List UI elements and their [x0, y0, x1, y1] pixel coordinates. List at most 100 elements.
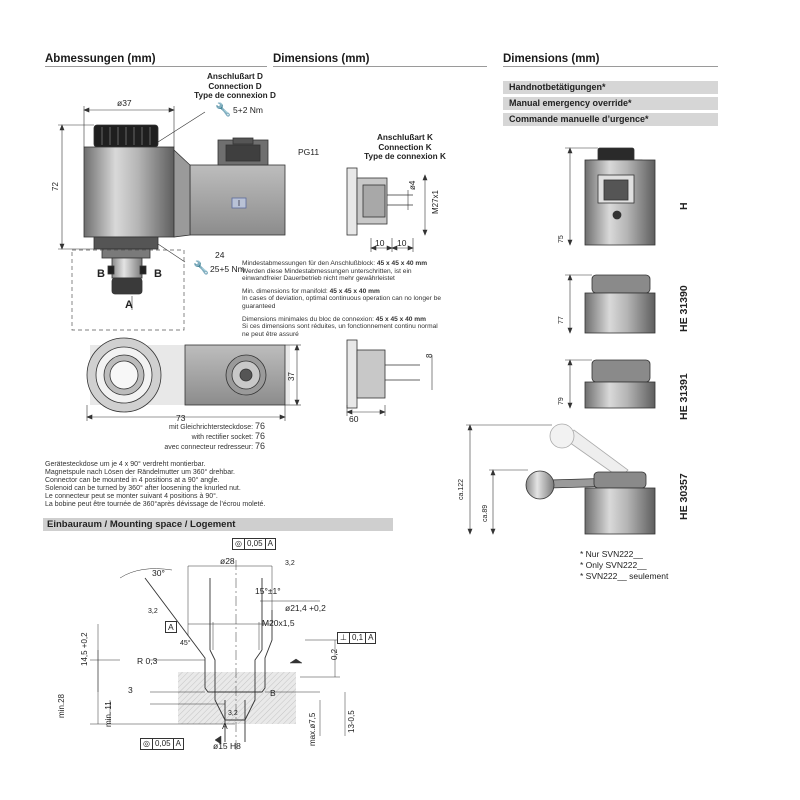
rectifier-de-text: mit Gleichrichtersteckdose:	[169, 424, 255, 431]
connector-d-en: Connection D	[208, 81, 262, 91]
fcf-bottom-value: 0,05	[153, 739, 174, 749]
override-h-dimension	[565, 147, 598, 246]
override-he30357-dimensions	[466, 424, 552, 535]
fcf-concentricity-top: ◎ 0,05 A	[232, 538, 276, 550]
min-block-en-3: guaranteed	[242, 302, 276, 310]
mount-r-03: R 0,3	[137, 656, 158, 666]
concentricity-icon: ◎	[233, 539, 245, 549]
dim-width-73: 73	[176, 413, 186, 423]
connector-d-label: Anschlußart D Connection D Type de conne…	[160, 72, 310, 101]
wrench-icon-bottom: 🔧	[193, 260, 210, 275]
dim-hex-24: 24	[215, 250, 225, 260]
override-dim-75: 75	[558, 235, 565, 243]
rectifier-en-value: 76	[254, 431, 265, 441]
dim-dia37: ø37	[117, 98, 132, 108]
mount-dia-21-4: ø21,4 +0,2	[285, 603, 326, 613]
override-he31391-dimension	[565, 359, 592, 409]
header-en: Dimensions (mm)	[273, 53, 487, 67]
min-block-fr-1-text: Dimensions minimales du bloc de connexio…	[242, 315, 376, 323]
connector-note: Gerätesteckdose um je 4 x 90° verdreht m…	[45, 461, 265, 509]
mount-13: 13-0,5	[347, 710, 356, 733]
mount-d-02: 0,2	[330, 648, 339, 660]
min-block-de-1-value: 45 x 45 x 40 mm	[376, 260, 428, 267]
override-he30357-drawing	[525, 423, 656, 535]
dim-d4: ø4	[408, 180, 417, 190]
k-connector-top-dimensions	[346, 355, 433, 416]
fcf-right-datum: A	[368, 633, 374, 642]
dim-8: 8	[425, 353, 434, 358]
connector-note-6: La bobine peut être tournée de 360°après…	[45, 501, 266, 508]
dim-10b: 10	[397, 238, 407, 248]
override-he31391-drawing	[584, 359, 656, 409]
mount-ra-bottom: 3,2	[228, 710, 238, 717]
min-block-de-2: Werden diese Mindestabmessungen untersch…	[242, 267, 412, 275]
connector-note-1: Gerätesteckdose um je 4 x 90° verdreht m…	[45, 461, 206, 468]
min-block-en-1: Min. dimensions for manifold: 45 x 45 x …	[242, 288, 441, 296]
min-block-en-1-value: 45 x 45 x 40 mm	[329, 287, 380, 295]
model-he31391: HE 31391	[678, 373, 690, 420]
fcf-concentricity-bottom: ◎ 0,05 A	[140, 738, 184, 750]
rectifier-en: with rectifier socket: 76	[115, 432, 265, 442]
mount-min-11: min. 11	[104, 701, 113, 727]
override-h-drawing	[584, 147, 656, 246]
mounting-space-title: Einbauraum / Mounting space / Logement	[43, 518, 393, 531]
override-dim-79: 79	[558, 397, 565, 405]
mount-datum-a: A	[165, 621, 177, 633]
rectifier-en-text: with rectifier socket:	[191, 434, 255, 441]
front-view-dimensions	[58, 106, 206, 310]
port-b-right: B	[154, 268, 162, 280]
torque-bottom: 25+5 Nm	[210, 264, 245, 274]
override-dim-77: 77	[558, 316, 565, 324]
dim-10a: 10	[375, 238, 385, 248]
connector-note-2: Magnetspule nach Lösen der Rändelmutter …	[45, 469, 235, 476]
solenoid-top-view	[86, 337, 290, 413]
perpendicularity-icon: ⊥	[338, 633, 350, 643]
connector-d-fr: Type de connexion D	[194, 91, 276, 100]
connector-k-fr: Type de connexion K	[364, 152, 446, 161]
fcf-perpendicularity: ⊥ 0,1 A	[337, 632, 377, 644]
mount-min-28: min.28	[57, 693, 66, 718]
mount-angle-30: 30°	[152, 568, 165, 578]
mount-dia-15: ø15 H8	[213, 741, 241, 751]
mount-d-3: 3	[128, 685, 133, 695]
mount-angle-45: 45°	[180, 640, 191, 647]
connector-note-3: Connector can be mounted in 4 positions …	[45, 477, 220, 484]
k-connector-side-dimensions	[370, 174, 428, 252]
connector-note-4: Solenoid can be turned by 360° after loo…	[45, 485, 241, 492]
dim-height-72: 72	[51, 182, 60, 191]
fcf-top-datum: A	[267, 539, 273, 548]
mounting-space-section	[90, 560, 346, 750]
override-de: Handnotbetätigungen*	[503, 81, 718, 94]
dim-pg11: PG11	[298, 147, 320, 157]
override-dim-122: ca.122	[458, 478, 465, 500]
min-block-fr-2: Si ces dimensions sont réduites, un fonc…	[242, 323, 438, 331]
port-a: A	[125, 299, 133, 311]
min-block-fr-3: ne peut être assuré	[242, 330, 299, 338]
mount-ra-top: 3,2	[285, 560, 295, 567]
wrench-icon-top: 🔧	[215, 102, 232, 117]
min-block-de-1: Mindestabmessungen für den Anschlußblock…	[242, 260, 441, 268]
concentricity-icon: ◎	[141, 739, 153, 749]
mount-ra-left: 3,2	[148, 608, 158, 615]
override-fr: Commande manuelle d’urgence*	[503, 113, 718, 126]
rectifier-de: mit Gleichrichtersteckdose: 76	[115, 422, 265, 432]
rectifier-de-value: 76	[254, 421, 265, 431]
min-block-de-3: einwandfreier Dauerbetrieb nicht mehr ge…	[242, 275, 395, 283]
min-block-de-1-text: Mindestabmessungen für den Anschlußblock…	[242, 260, 377, 267]
footnote-2: * Only SVN222__	[580, 560, 647, 570]
fcf-top-value: 0,05	[245, 539, 266, 549]
footnote-3: * SVN222__ seulement	[580, 571, 669, 581]
min-block-fr-1-value: 45 x 45 x 40 mm	[375, 315, 427, 323]
mount-max-7-5: max.ø7,5	[308, 712, 317, 746]
fcf-bottom-datum: A	[175, 739, 181, 748]
manifold-block-outline	[71, 249, 185, 331]
connector-note-5: Le connecteur peut se monter suivant 4 p…	[45, 493, 218, 500]
min-block-en-1-text: Min. dimensions for manifold:	[242, 287, 330, 295]
torque-top: 5+2 Nm	[233, 105, 263, 115]
connector-d-de: Anschlußart D	[207, 72, 263, 81]
rectifier-fr: avec connecteur redresseur: 76	[115, 442, 265, 452]
override-en: Manual emergency override*	[503, 97, 718, 110]
header-de: Abmessungen (mm)	[45, 53, 267, 67]
k-connector-top-view	[346, 339, 420, 409]
